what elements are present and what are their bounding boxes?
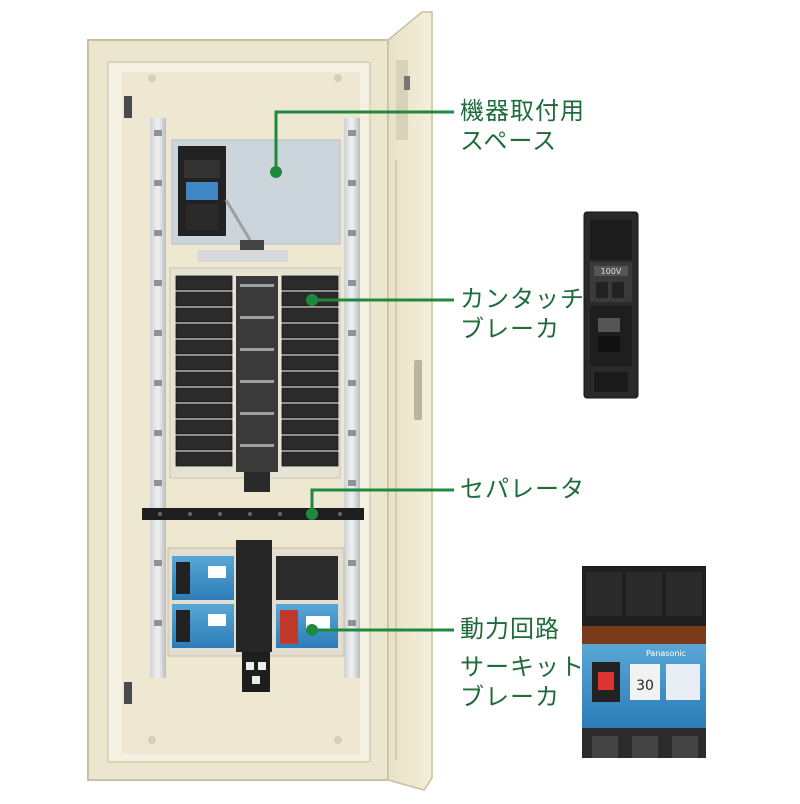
equipment-mounting-plate — [171, 139, 341, 262]
separator-bar — [142, 508, 364, 520]
label-equipment-space: 機器取付用 スペース — [460, 96, 585, 156]
mounting-rails — [150, 118, 360, 678]
large-breaker-brand: Panasonic — [646, 649, 686, 658]
power-circuit-breakers — [167, 540, 345, 692]
callout-lines — [274, 110, 454, 632]
label-power-circuit-line1: 動力回路 — [460, 615, 560, 643]
callout-line-separator — [310, 488, 454, 514]
label-power-circuit: 動力回路 サーキット ブレーカ — [460, 614, 585, 712]
small-breaker-product: 100V — [583, 211, 639, 399]
label-separator: セパレータ — [460, 474, 585, 504]
label-power-circuit-line2: サーキット — [460, 653, 585, 681]
label-equipment-space-line2: スペース — [460, 127, 558, 155]
callout-line-equipment-space — [274, 110, 454, 172]
label-power-circuit-line3: ブレーカ — [460, 683, 560, 711]
label-equipment-space-line1: 機器取付用 — [460, 97, 585, 125]
label-touch-breaker-line1: カンタッチ — [460, 285, 585, 313]
label-touch-breaker-line2: ブレーカ — [460, 315, 560, 343]
small-breaker-rating: 100V — [601, 267, 622, 276]
large-breaker-rating: 30 — [636, 678, 654, 694]
cabinet-door — [387, 11, 433, 791]
callout-dots — [270, 166, 318, 636]
label-touch-breaker: カンタッチ ブレーカ — [460, 284, 585, 344]
label-separator-line1: セパレータ — [460, 475, 585, 503]
large-breaker-product: Panasonic 30 — [582, 566, 706, 758]
